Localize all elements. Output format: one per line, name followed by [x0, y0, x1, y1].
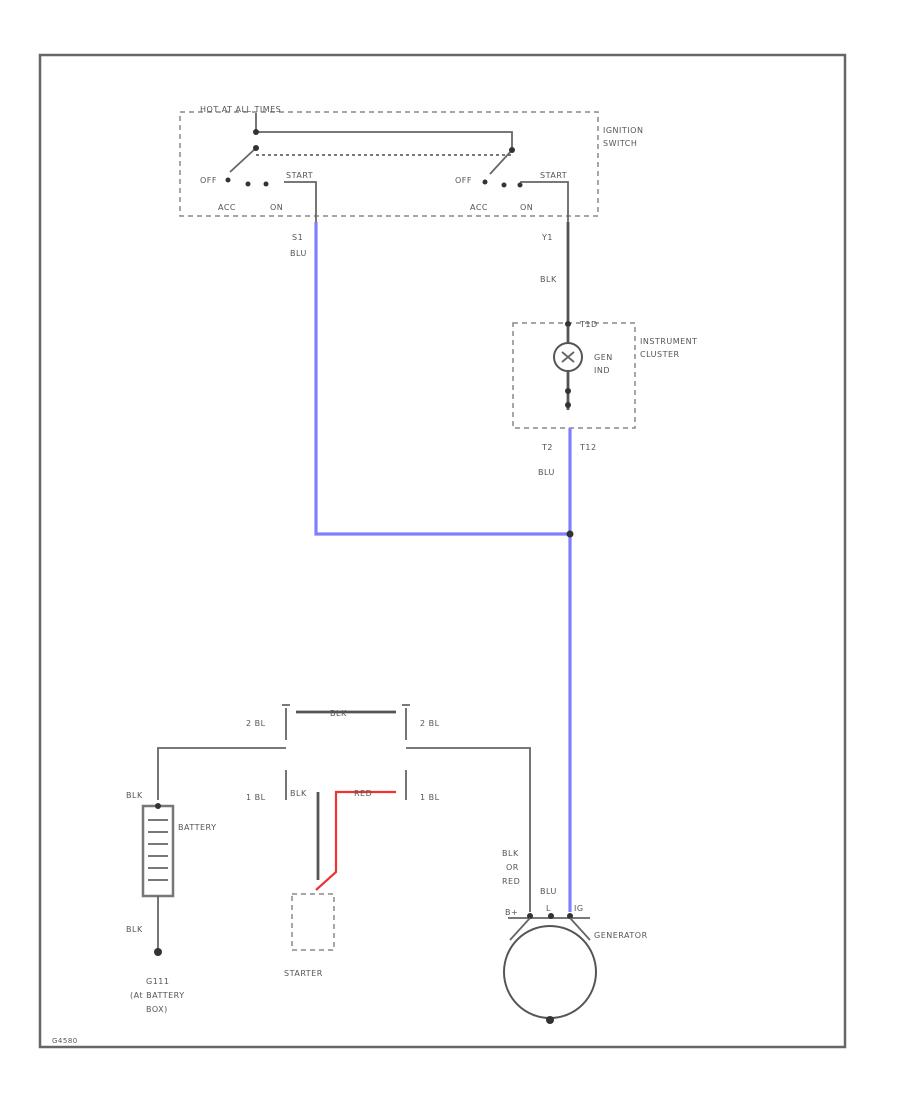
splice-node	[566, 530, 574, 538]
fusible-left-top-label: 2 BL	[246, 719, 266, 728]
diagram-frame	[38, 53, 847, 1049]
gen-ig-label: IG	[574, 904, 584, 913]
generator-label: GENERATOR	[594, 931, 648, 940]
generator-leads	[509, 917, 591, 941]
ground-label-2: (At BATTERY	[130, 991, 185, 1000]
generator-body	[503, 925, 597, 1019]
left-start-label: START	[286, 171, 313, 180]
battery-top-color-label: BLK	[126, 791, 143, 800]
instrument-cluster: INSTRUMENT CLUSTER T1D GEN IND T12	[512, 320, 698, 452]
right-switch-pivot	[509, 147, 515, 153]
ground-point-icon	[154, 948, 162, 956]
right-off-label: OFF	[455, 176, 472, 185]
starter-box	[291, 893, 335, 951]
cluster-bottom-connector: T12	[579, 443, 597, 452]
left-off-contact	[225, 177, 231, 183]
right-acc-label: ACC	[470, 203, 488, 212]
gen-b-label: B+	[505, 908, 518, 917]
gen-l-terminal	[548, 913, 554, 919]
left-off-label: OFF	[200, 176, 217, 185]
instrument-cluster-label-1: INSTRUMENT	[640, 337, 698, 346]
right-switch-blade	[489, 149, 513, 175]
starter-label: STARTER	[284, 969, 323, 978]
fusible-right-bottom-label: 1 BL	[420, 793, 440, 802]
cluster-top-terminal	[565, 321, 571, 327]
cluster-node-2	[565, 402, 571, 408]
starter: STARTER	[284, 893, 335, 978]
cluster-node-1	[565, 388, 571, 394]
fusible-left-bottom-label: 1 BL	[246, 793, 266, 802]
right-on-contact	[517, 182, 523, 188]
fusible-link-block: BLK 2 BL 1 BL 2 BL 1 BL	[157, 704, 531, 912]
left-acc-label: ACC	[218, 203, 236, 212]
ignition-switch: HOT AT ALL TIMES IGNITION SWITCH OFF ACC…	[179, 105, 643, 222]
s1-color-label: BLU	[290, 249, 307, 258]
cluster-top-connector: T1D	[579, 320, 598, 329]
gen-ig-terminal	[567, 913, 573, 919]
ignition-bus-line	[255, 113, 513, 150]
battery-cell-stack	[141, 804, 175, 898]
fusible-link-label: BLK	[330, 709, 347, 718]
starter-blk-label: BLK	[290, 789, 307, 798]
fusible-right-top-label: 2 BL	[420, 719, 440, 728]
ignition-switch-label-2: SWITCH	[603, 139, 637, 148]
gen-left-color-2: OR	[506, 863, 519, 872]
battery-pos-terminal	[155, 803, 161, 809]
wire-to-generator-blk-or-red	[406, 747, 531, 912]
blu-wire-s1	[314, 222, 570, 536]
starter-red-label: RED	[354, 789, 372, 798]
diagram-code: G4580	[52, 1037, 78, 1045]
left-acc-contact	[245, 181, 251, 187]
ignition-switch-box	[179, 111, 599, 217]
gen-right-color: BLU	[540, 887, 557, 896]
left-switch-pivot	[253, 145, 259, 151]
left-start-contact	[284, 181, 317, 222]
wire-to-battery-pos	[157, 747, 286, 800]
instrument-cluster-box	[512, 322, 636, 429]
ignition-switch-label-1: IGNITION	[603, 126, 643, 135]
gen-left-color-1: BLK	[502, 849, 519, 858]
left-on-label: ON	[270, 203, 283, 212]
right-acc-contact	[501, 182, 507, 188]
right-start-label: START	[540, 171, 567, 180]
y1-terminal-label: Y1	[541, 233, 553, 242]
battery: BLK BATTERY BLK G111 (At BATTERY BOX)	[126, 791, 216, 1014]
generator-ground-icon	[546, 1016, 554, 1024]
instrument-cluster-label-2: CLUSTER	[640, 350, 680, 359]
battery-label: BATTERY	[178, 823, 216, 832]
y1-color-label: BLK	[540, 275, 557, 284]
starter-red-wire	[315, 790, 396, 891]
bus-node-left	[253, 129, 259, 135]
t2-color-label: BLU	[538, 468, 555, 477]
battery-plates-icon	[148, 819, 168, 881]
generator: BLK OR RED BLU B+ L IG GENERATOR	[502, 849, 648, 1024]
right-start-contact	[520, 181, 569, 222]
battery-bottom-color-label: BLK	[126, 925, 143, 934]
s1-terminal-label: S1	[292, 233, 303, 242]
ground-label-1: G111	[146, 977, 169, 986]
right-on-label: ON	[520, 203, 533, 212]
t2-terminal-label: T2	[541, 443, 553, 452]
hot-at-all-times-label: HOT AT ALL TIMES	[200, 105, 281, 114]
gen-b-terminal	[527, 913, 533, 919]
right-off-contact	[482, 179, 488, 185]
gen-ind-label-2: IND	[594, 366, 610, 375]
gen-l-label: L	[546, 904, 551, 913]
lamp-filament-icon	[561, 351, 575, 363]
left-switch-blade	[229, 147, 257, 173]
left-on-contact	[263, 181, 269, 187]
gen-ind-label-1: GEN	[594, 353, 613, 362]
ground-label-3: BOX)	[146, 1005, 168, 1014]
gen-left-color-3: RED	[502, 877, 520, 886]
